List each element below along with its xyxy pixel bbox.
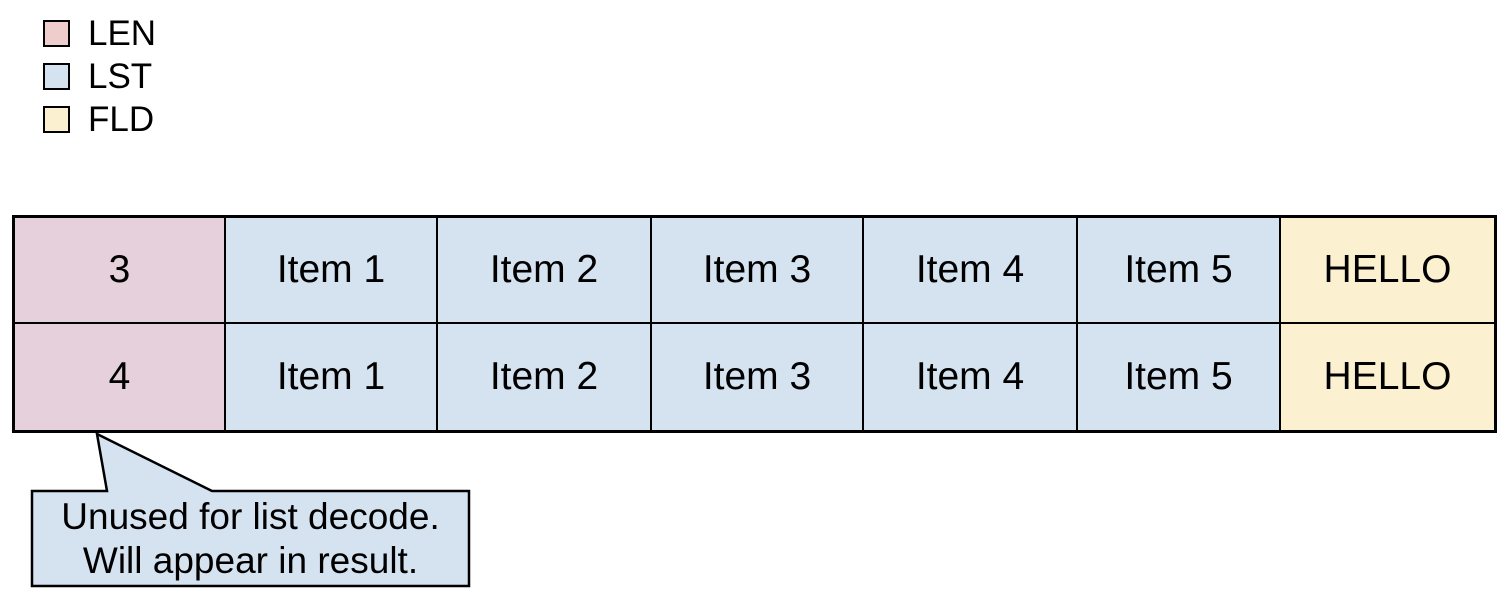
legend-label-lst: LST <box>88 57 153 96</box>
list-item-cell: Item 2 <box>438 324 652 430</box>
list-item-cell: Item 3 <box>652 324 864 430</box>
legend-label-fld: FLD <box>88 100 155 139</box>
len-cell-row1: 3 <box>15 218 226 324</box>
len-color-swatch <box>43 20 70 47</box>
list-item-cell: Item 1 <box>226 324 438 430</box>
list-item-cell: Item 4 <box>864 324 1078 430</box>
encoding-table: 3 Item 1 Item 2 Item 3 Item 4 Item 5 HEL… <box>12 215 1497 433</box>
lst-color-swatch <box>43 63 70 90</box>
callout-text: Unused for list decode. Will appear in r… <box>32 491 469 586</box>
list-item-cell: Item 5 <box>1078 218 1281 324</box>
list-item-cell: Item 1 <box>226 218 438 324</box>
legend-item-len: LEN <box>43 14 157 53</box>
fld-color-swatch <box>43 106 70 133</box>
list-item-cell: Item 5 <box>1078 324 1281 430</box>
callout-line-1: Unused for list decode. <box>61 495 440 537</box>
callout-line-2: Will appear in result. <box>82 539 419 581</box>
legend: LEN LST FLD <box>43 14 157 149</box>
list-item-cell: Item 2 <box>438 218 652 324</box>
legend-item-fld: FLD <box>43 100 156 139</box>
len-cell-row2: 4 <box>15 324 226 430</box>
field-cell-row2: HELLO <box>1281 324 1494 430</box>
legend-item-lst: LST <box>43 57 156 96</box>
field-cell-row1: HELLO <box>1281 218 1494 324</box>
list-item-cell: Item 3 <box>652 218 864 324</box>
list-item-cell: Item 4 <box>864 218 1078 324</box>
legend-label-len: LEN <box>88 14 157 53</box>
